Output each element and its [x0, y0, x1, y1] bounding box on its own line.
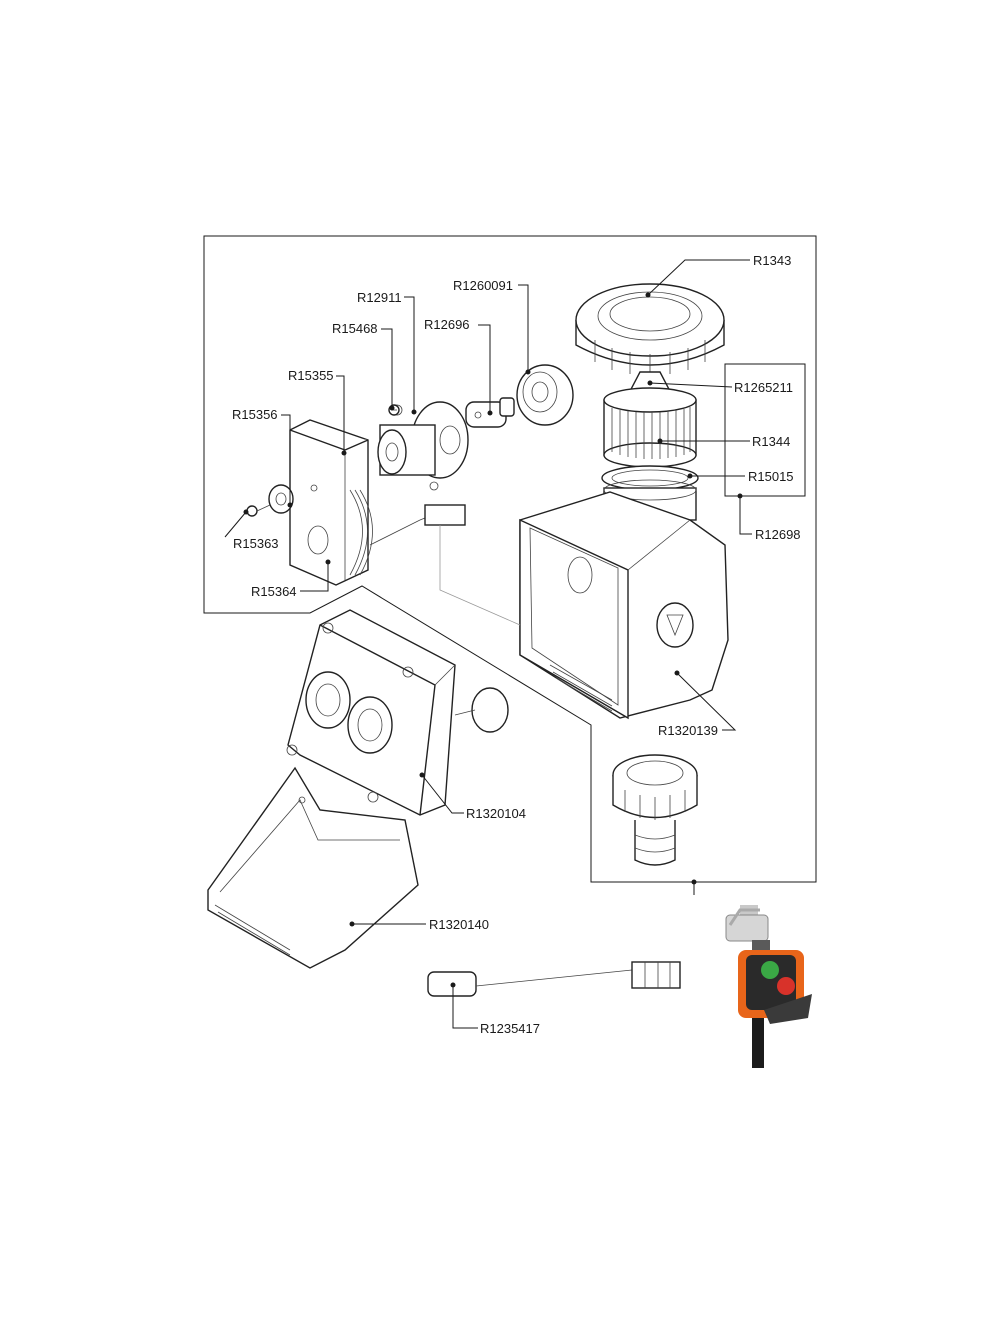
- guide-line: [439, 525, 521, 626]
- label-R15364: R15364: [251, 584, 297, 599]
- label-R15015: R15015: [748, 469, 794, 484]
- label-R15355: R15355: [288, 368, 334, 383]
- label-R12698: R12698: [755, 527, 801, 542]
- label-R1265211: R1265211: [734, 380, 793, 395]
- assembly-frame: [203, 235, 817, 883]
- label-R15363: R15363: [233, 536, 279, 551]
- connector-R1344-drawing: [603, 387, 697, 468]
- bracket-R15355-drawing: [289, 419, 373, 586]
- plunger-R12696-drawing: [465, 397, 515, 428]
- label-R1344: R1344: [752, 434, 790, 449]
- label-R1320140: R1320140: [429, 917, 489, 932]
- leader-lines: [224, 259, 752, 1029]
- cable-R1235417-drawing: [427, 961, 681, 997]
- solenoid-R12911-drawing: [377, 401, 469, 491]
- label-R1320104: R1320104: [466, 806, 526, 821]
- label-R1260091: R1260091: [453, 278, 513, 293]
- label-R1343: R1343: [753, 253, 791, 268]
- subassembly-frame: [724, 363, 806, 497]
- module-R1320104-drawing: [286, 609, 509, 816]
- label-R15356: R15356: [232, 407, 278, 422]
- product-button-red: [777, 977, 795, 995]
- label-R1235417: R1235417: [480, 1021, 540, 1036]
- label-R12911: R12911: [357, 290, 402, 305]
- housing-R1320139-drawing: [519, 479, 729, 720]
- product-button-green: [761, 961, 779, 979]
- label-R15468: R15468: [332, 321, 378, 336]
- ring-R15015-drawing: [601, 465, 699, 491]
- nut-R1343-drawing: [575, 283, 725, 376]
- label-R12696: R12696: [424, 317, 470, 332]
- label-R1320139: R1320139: [658, 723, 718, 738]
- inlet-connector-drawing: [612, 754, 698, 866]
- wire-connector: [424, 504, 466, 526]
- washer-R15363-drawing: [246, 484, 294, 517]
- lid-R1320140-drawing: [207, 766, 419, 969]
- product-photo: [725, 905, 812, 1068]
- diaphragm-R1260091-drawing: [516, 364, 574, 426]
